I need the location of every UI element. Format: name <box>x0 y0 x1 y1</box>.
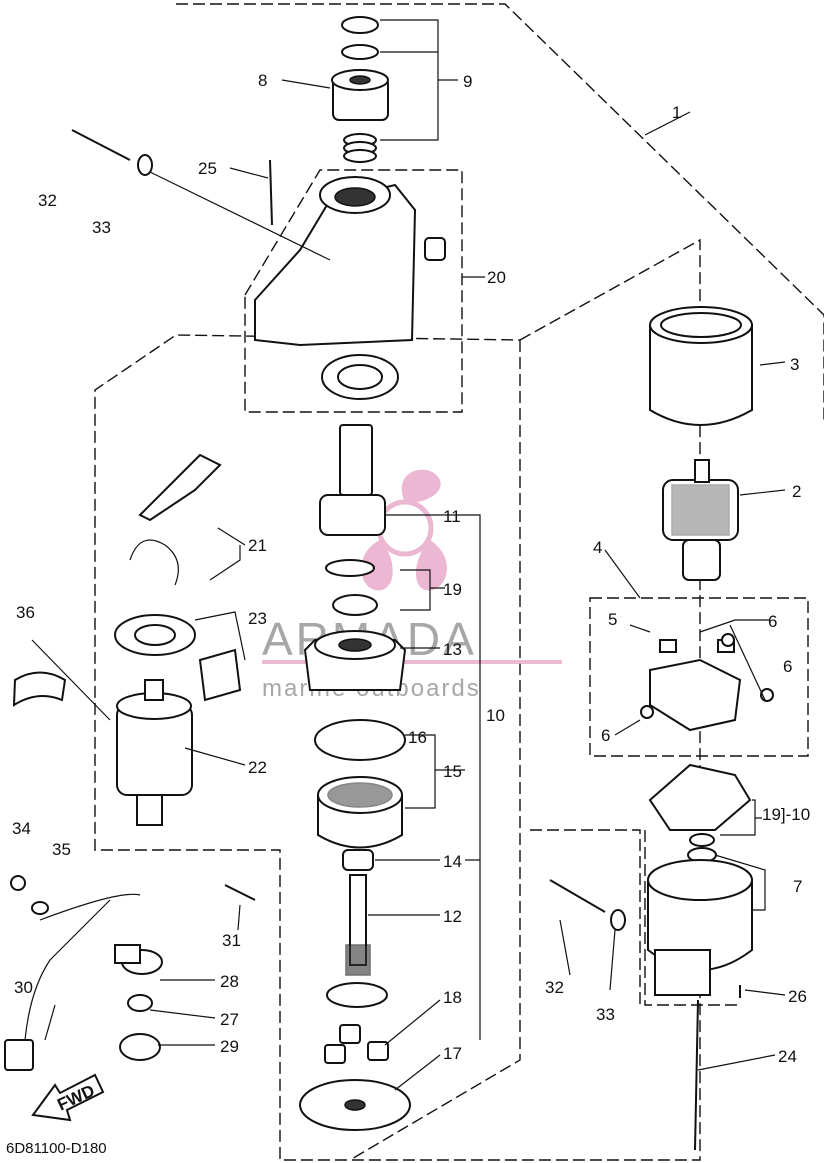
plate-17-part <box>299 1079 411 1131</box>
shift-lever-part <box>138 453 222 522</box>
lead-wire-part <box>24 893 141 1041</box>
callout-2: 2 <box>792 482 801 501</box>
snap-ring-part <box>341 44 379 60</box>
callout-32-lower: 32 <box>545 978 564 997</box>
lever-spring-part <box>129 539 179 586</box>
screw-31 <box>224 884 256 901</box>
callout-8: 8 <box>258 71 267 90</box>
bearing-14 <box>342 849 374 871</box>
washer-33-upper <box>137 154 153 176</box>
callout-19-10: 19]-10 <box>762 805 810 824</box>
terminal-28-part <box>114 944 163 975</box>
callout-34: 34 <box>12 819 31 838</box>
yoke-part <box>649 306 753 426</box>
washer-27 <box>127 994 153 1012</box>
cap-29 <box>119 1033 161 1061</box>
callout-14: 14 <box>443 852 462 871</box>
callout-28: 28 <box>220 972 239 991</box>
callout-30: 30 <box>14 978 33 997</box>
brush-holder-boundary <box>589 597 809 757</box>
ring-clip-part <box>341 16 379 34</box>
callout-21: 21 <box>248 536 267 555</box>
callout-29: 29 <box>220 1037 239 1056</box>
washer-35 <box>31 901 49 915</box>
callout-6c: 6 <box>601 726 610 745</box>
fwd-arrow-icon: FWD <box>31 1073 105 1122</box>
callout-7: 7 <box>793 877 802 896</box>
callout-35: 35 <box>52 840 71 859</box>
solenoid-part <box>116 679 193 826</box>
bracket-boundary <box>244 169 463 413</box>
drive-shaft-part <box>319 424 386 536</box>
callout-16: 16 <box>408 728 427 747</box>
planet-carrier-shaft-part <box>326 874 388 1008</box>
callout-22: 22 <box>248 758 267 777</box>
callout-5: 5 <box>608 610 617 629</box>
callout-23: 23 <box>248 609 267 628</box>
brush-holder-part <box>640 633 774 732</box>
callout-18: 18 <box>443 988 462 1007</box>
callout-6a: 6 <box>768 612 777 631</box>
planet-gears-part <box>324 1024 389 1064</box>
callout-17: 17 <box>443 1044 462 1063</box>
callout-24: 24 <box>778 1047 797 1066</box>
end-cover-boundary <box>530 829 641 1005</box>
callout-13: 13 <box>443 640 462 659</box>
callout-9: 9 <box>463 72 472 91</box>
callout-3: 3 <box>790 355 799 374</box>
watermark-logo <box>361 469 447 591</box>
diagram-code: 6D81100-D180 <box>6 1140 107 1157</box>
nut-34 <box>10 875 26 891</box>
callout-10: 10 <box>486 706 505 725</box>
lead-connector-30 <box>4 1039 34 1071</box>
callout-15: 15 <box>443 762 462 781</box>
clip-19 <box>325 559 375 577</box>
bolt-32-upper <box>71 129 131 161</box>
callout-36: 36 <box>16 603 35 622</box>
callout-19: 19 <box>443 580 462 599</box>
callout-31: 31 <box>222 931 241 950</box>
callout-6b: 6 <box>783 657 792 676</box>
plate-23-part <box>114 614 196 656</box>
gear-housing-part <box>303 630 407 691</box>
spring-part <box>343 133 377 163</box>
end-plate-part <box>648 763 752 847</box>
rubber-23-part <box>198 648 242 702</box>
through-bolt-24 <box>694 999 699 1151</box>
internal-gear-part <box>317 776 403 849</box>
armature-part <box>662 459 739 581</box>
callout-11: 11 <box>443 507 461 526</box>
callout-33-upper: 33 <box>92 218 111 237</box>
gasket-16 <box>314 719 406 761</box>
callout-20: 20 <box>487 268 506 287</box>
pinion-gear-part <box>331 69 389 121</box>
front-bracket-part <box>254 176 446 400</box>
watermark-underline <box>262 660 562 664</box>
washer-19 <box>332 594 378 616</box>
washer-33-lower <box>610 909 626 931</box>
rear-cover-part <box>647 859 753 996</box>
seal-36-part <box>12 671 67 707</box>
callout-1: 1 <box>672 103 681 122</box>
callout-26: 26 <box>788 987 807 1006</box>
long-bolt-25 <box>269 159 273 226</box>
callout-32-upper: 32 <box>38 191 57 210</box>
bolt-32-lower <box>549 879 606 913</box>
callout-25: 25 <box>198 159 217 178</box>
callout-27: 27 <box>220 1010 239 1029</box>
callout-4: 4 <box>593 538 602 557</box>
callout-12: 12 <box>443 907 462 926</box>
callout-33-lower: 33 <box>596 1005 615 1024</box>
commutator-boundary <box>349 340 521 1161</box>
